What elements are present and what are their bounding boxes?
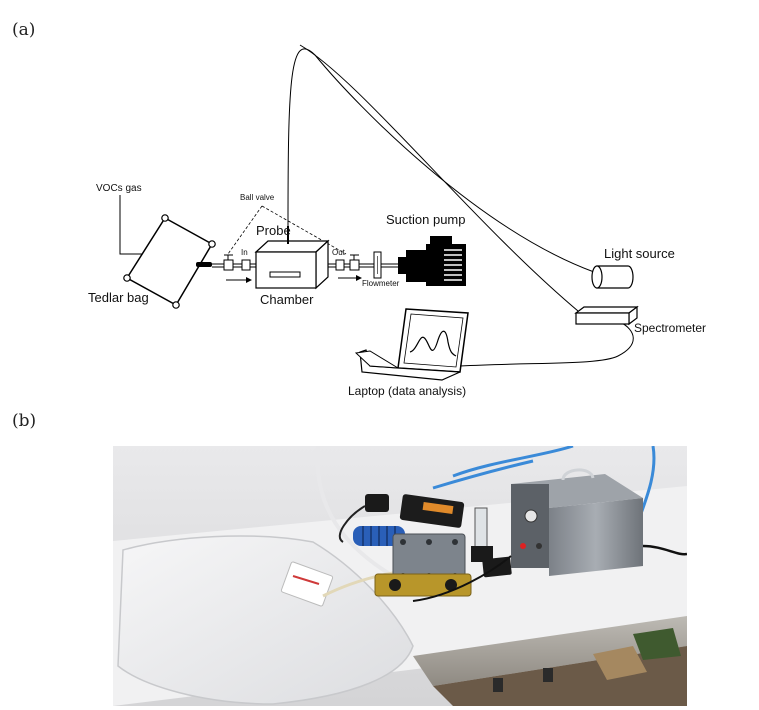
suction-pump-photo [511, 468, 643, 576]
bench-edge [413, 616, 687, 686]
chamber-label: Chamber [260, 292, 314, 307]
flowmeter-label: Flowmeter [362, 279, 400, 288]
suction-pump [398, 236, 466, 286]
flowmeter-photo [471, 507, 493, 562]
ball-valve-out [335, 254, 360, 271]
out-label: Out [332, 248, 346, 257]
spectrometer-label: Spectrometer [634, 321, 706, 335]
setup-schematic: VOCs gas Tedlar bag In Ball valve Chambe… [88, 44, 706, 398]
tedlar-bag-photo [117, 535, 414, 705]
in-label: In [241, 248, 248, 257]
optical-fiber-to-spectrometer [299, 44, 579, 312]
panel-a-label: (a) [12, 20, 36, 40]
light-source [591, 265, 634, 289]
panel-b-label: (b) [12, 411, 37, 431]
chamber [254, 239, 330, 290]
suction-pump-label: Suction pump [386, 212, 466, 227]
ball-valve-in [223, 254, 251, 271]
light-source-label: Light source [604, 246, 675, 261]
flowmeter [373, 251, 382, 279]
power-adapter [365, 494, 389, 512]
spectrometer-photo [399, 494, 465, 528]
probe-label: Probe [256, 223, 291, 238]
setup-photo [113, 446, 687, 706]
tedlar-bag-label: Tedlar bag [88, 290, 149, 305]
chamber-photo [374, 533, 472, 597]
vocs-gas-label: VOCs gas [96, 183, 142, 194]
spectrometer [574, 305, 639, 326]
optical-fiber-to-light-source [287, 48, 595, 273]
laptop [354, 308, 469, 381]
laptop-label: Laptop (data analysis) [348, 384, 466, 398]
tedlar-bag [123, 214, 216, 309]
data-cable [459, 321, 634, 367]
blue-cable [452, 446, 574, 478]
ball-valve-label: Ball valve [240, 193, 275, 202]
